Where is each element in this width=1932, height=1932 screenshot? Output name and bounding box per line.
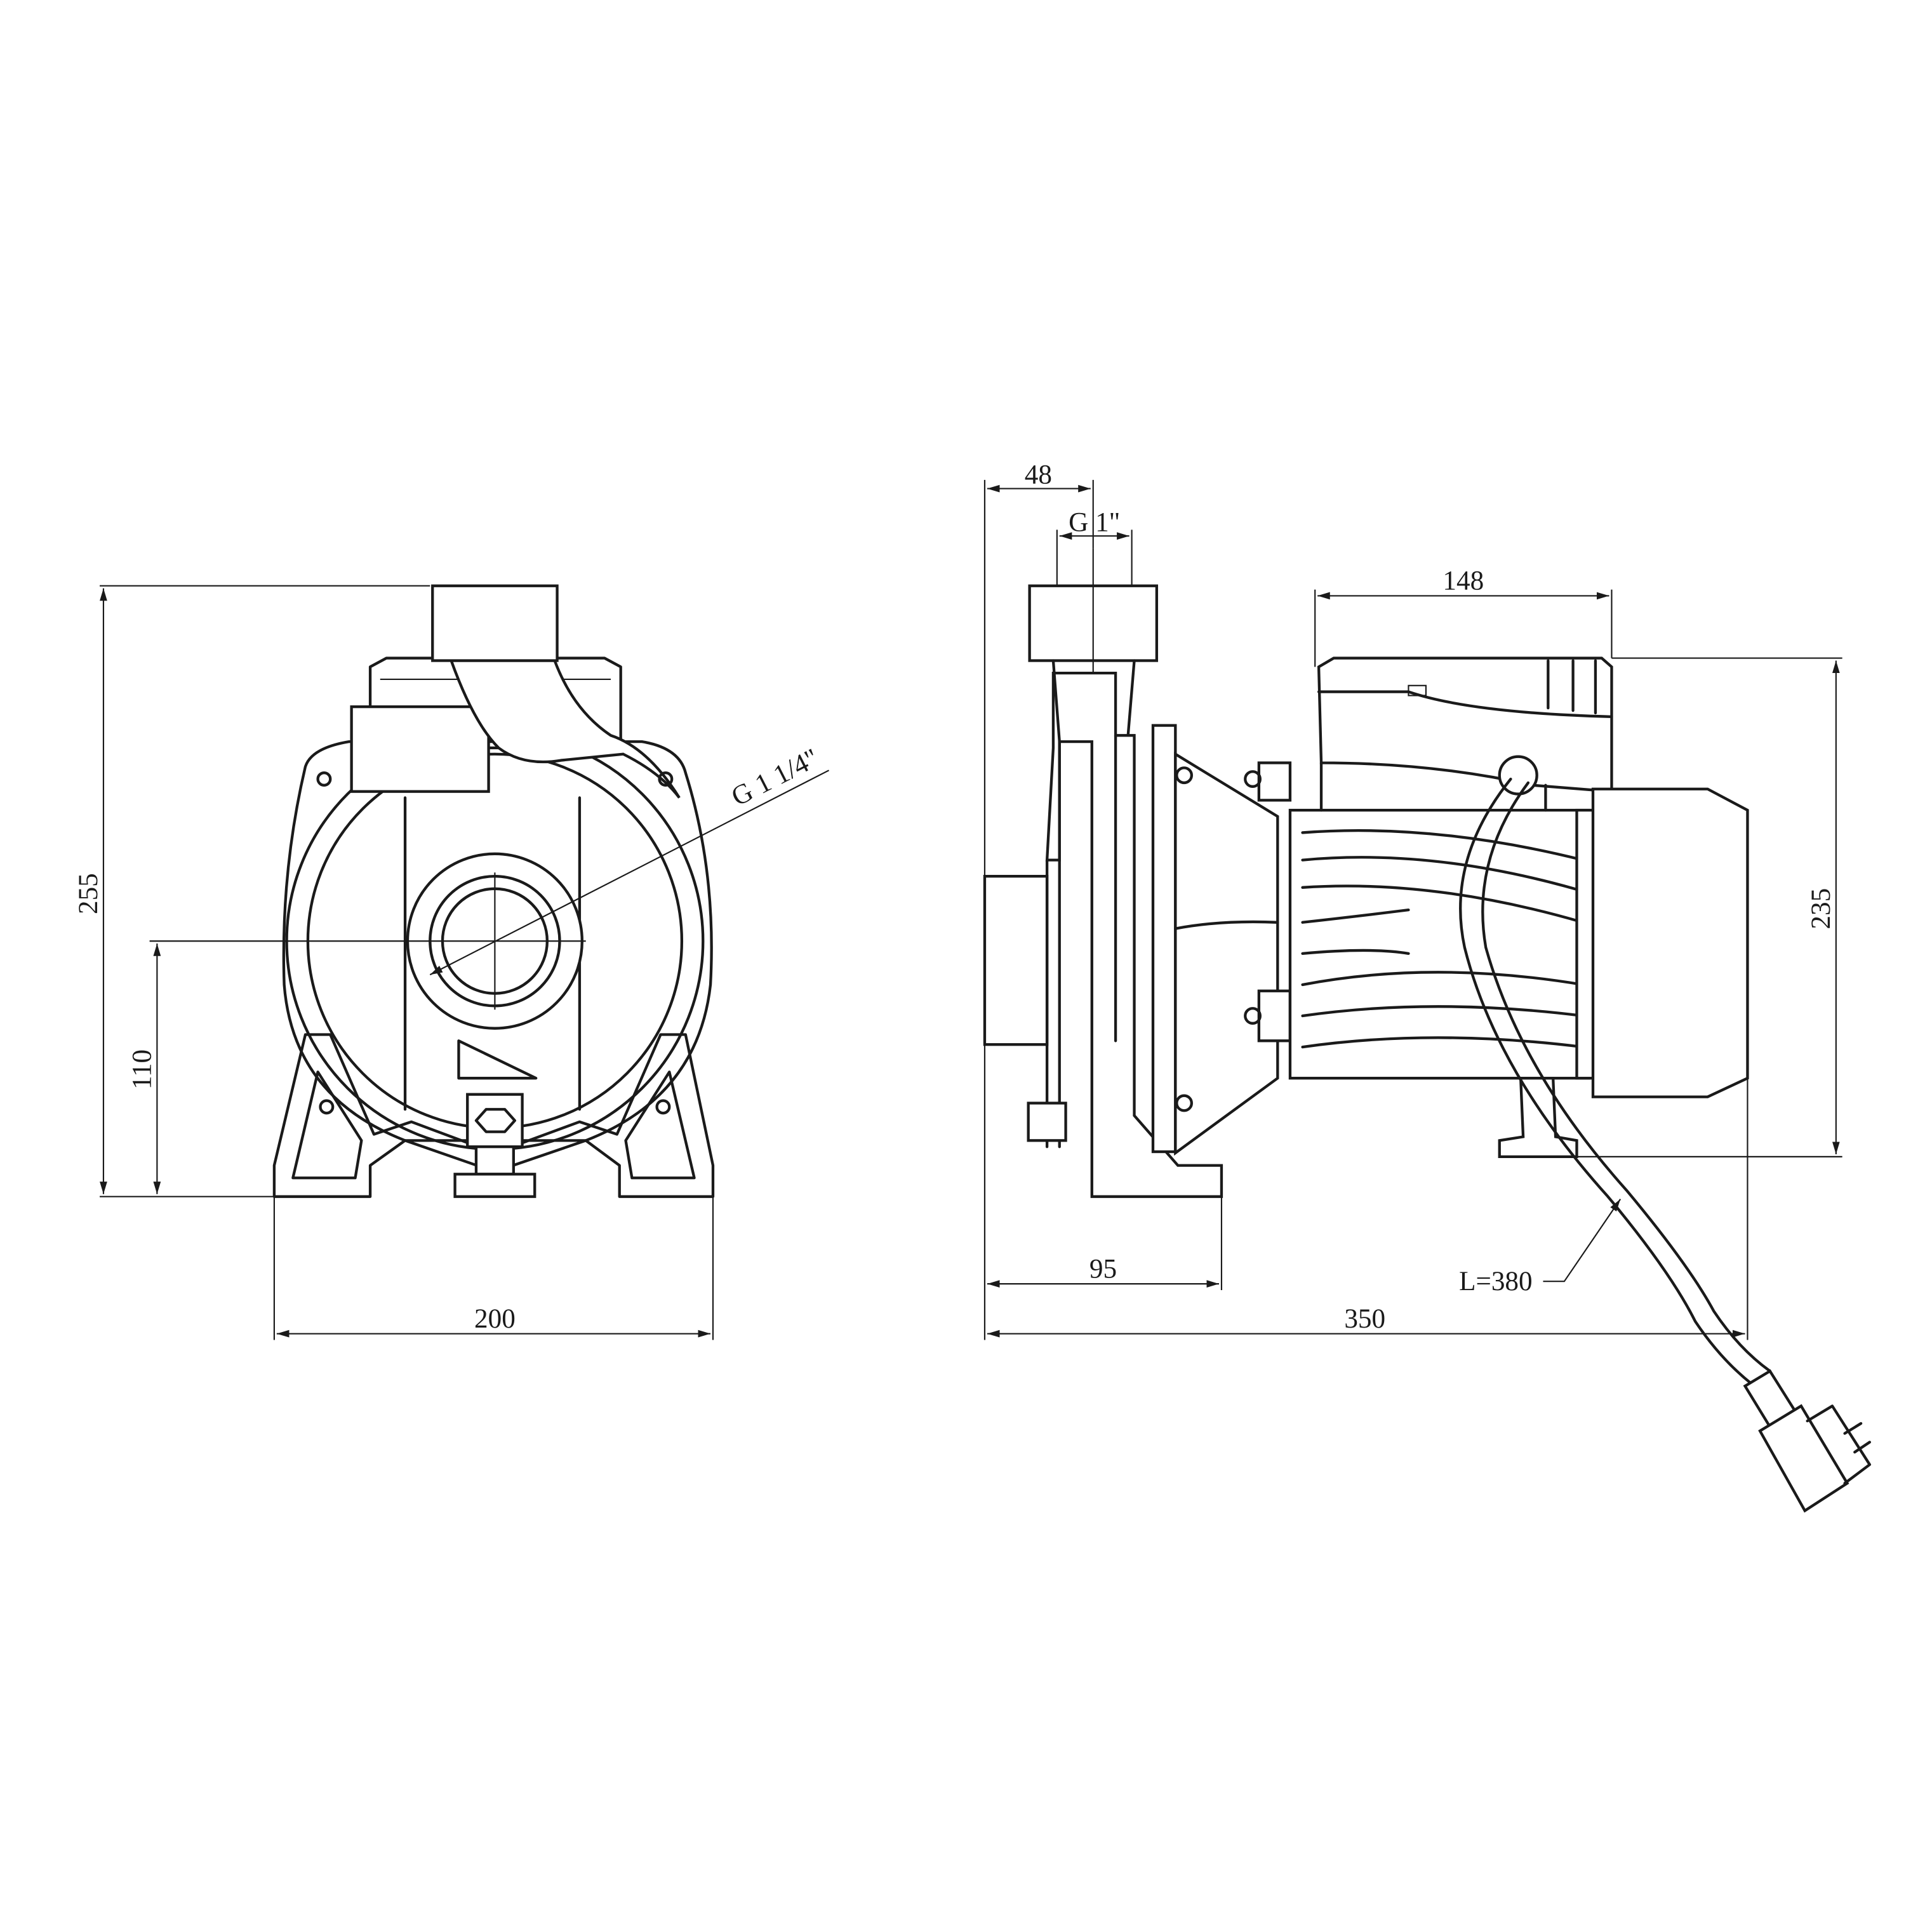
side-terminal-box (1317, 656, 1613, 793)
side-pump-head (1045, 671, 1223, 1198)
front-outlet-bracket (350, 705, 490, 793)
dim-length-overall: 350 (1344, 1304, 1385, 1334)
dim-cable-length: L=380 (1459, 1267, 1533, 1296)
side-inlet (983, 874, 1049, 1046)
side-fan-cover (1591, 787, 1749, 1098)
flow-direction-arrow-icon (457, 1039, 538, 1080)
dim-outlet-thread: G 1" (1069, 507, 1120, 537)
side-view: 48 G 1" 148 235 95 350 L=380 (983, 460, 1871, 1513)
dim-inlet-thread: G 1 1/4" (727, 743, 823, 812)
front-outlet (431, 584, 559, 662)
dim-pump-head: 95 (1089, 1254, 1117, 1284)
power-plug-icon (1758, 1404, 1849, 1513)
dim-width-overall: 200 (474, 1304, 516, 1334)
dim-outlet-offset: 48 (1025, 460, 1052, 490)
dim-inlet-height: 110 (128, 1049, 157, 1089)
dim-motor-height: 235 (1806, 888, 1836, 929)
side-adapter (1174, 751, 1279, 1156)
front-volute (282, 740, 713, 1142)
front-view: 255 110 200 G 1 1/4" (74, 584, 830, 1340)
front-base (272, 1033, 715, 1198)
dim-terminal-box: 148 (1442, 566, 1484, 596)
dim-height-overall: 255 (74, 873, 103, 914)
side-motor (1288, 808, 1591, 1080)
power-cable (1459, 777, 1753, 1385)
